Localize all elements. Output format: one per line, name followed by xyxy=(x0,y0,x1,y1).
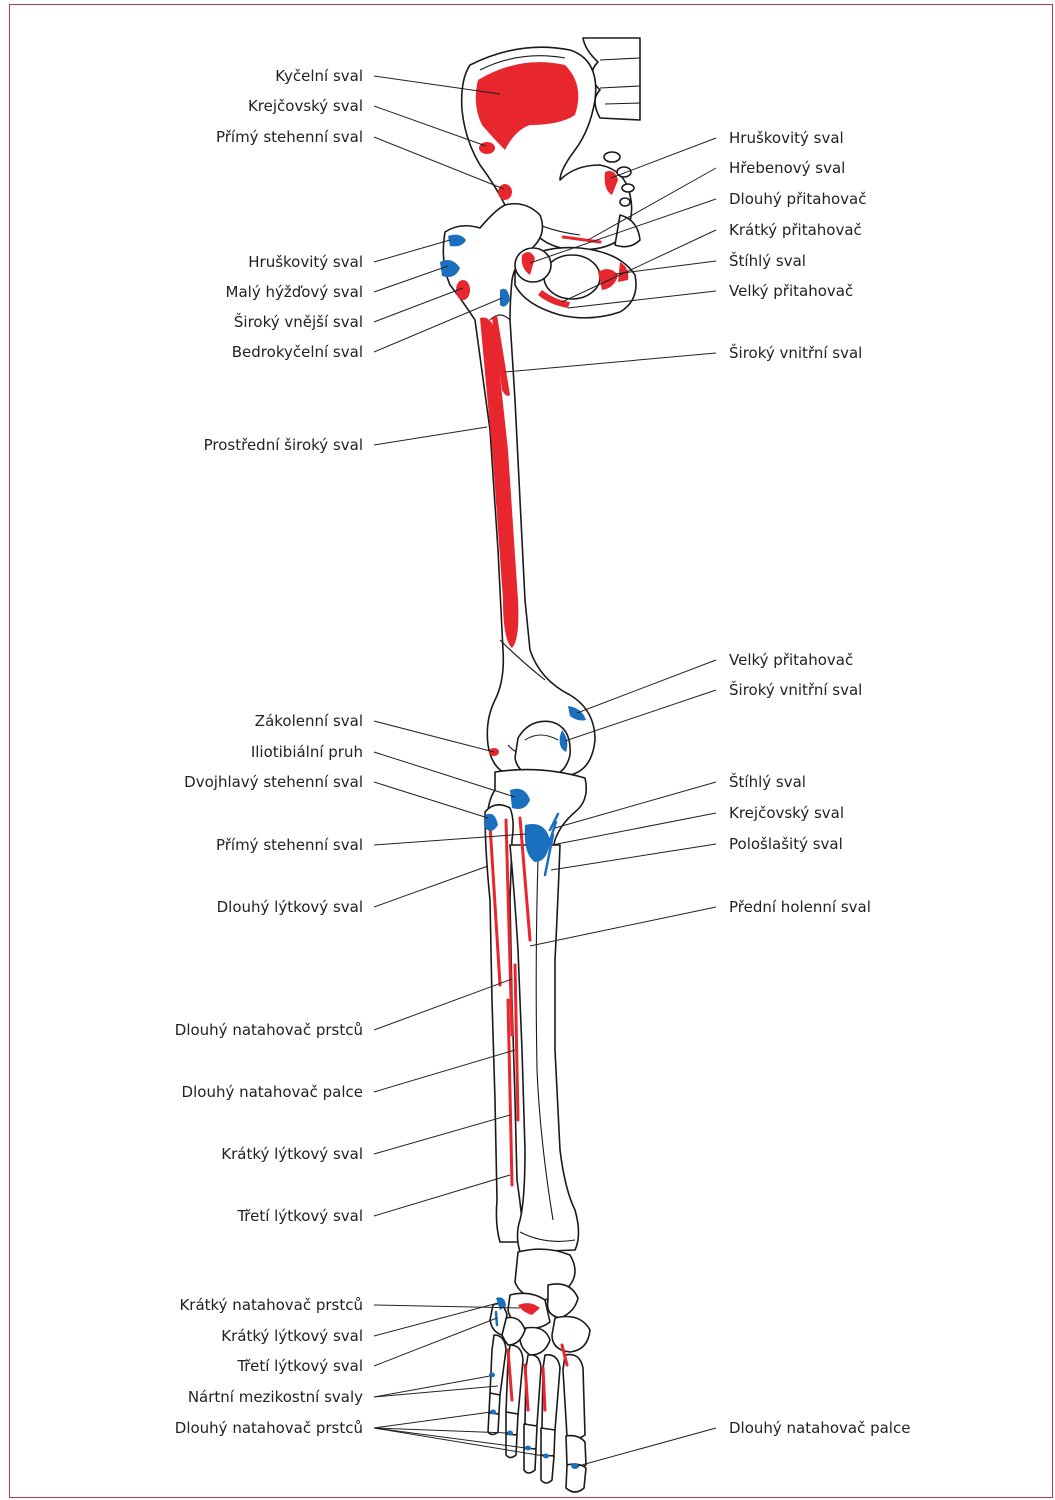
labels-left: Kyčelní sval Krejčovský sval Přímý stehe… xyxy=(175,67,363,1437)
label-tibialis-anterior: Přední holenní sval xyxy=(729,898,871,916)
label-gracilis: Štíhlý sval xyxy=(729,251,806,270)
label-extensor-digitorum-brevis: Krátký natahovač prstců xyxy=(179,1296,363,1314)
label-adductor-magnus-2: Velký přitahovač xyxy=(729,651,853,669)
label-adductor-brevis: Krátký přitahovač xyxy=(729,221,862,239)
interossei-insertion xyxy=(489,1373,495,1378)
label-extensor-hallucis-longus-2: Dlouhý natahovač palce xyxy=(729,1419,910,1437)
label-extensor-hallucis-longus: Dlouhý natahovač palce xyxy=(182,1083,363,1101)
label-sartorius: Krejčovský sval xyxy=(248,97,363,115)
label-rectus-femoris: Přímý stehenní sval xyxy=(216,128,363,146)
label-adductor-magnus: Velký přitahovač xyxy=(729,282,853,300)
label-piriformis-r: Hruškovitý sval xyxy=(729,129,844,147)
label-rectus-femoris-2: Přímý stehenní sval xyxy=(216,836,363,854)
label-piriformis: Hruškovitý sval xyxy=(248,253,363,271)
label-iliotibial-band: Iliotibiální pruh xyxy=(251,743,363,761)
sartorius-origin xyxy=(479,142,495,154)
label-extensor-digitorum-longus: Dlouhý natahovač prstců xyxy=(175,1021,363,1039)
label-adductor-longus: Dlouhý přitahovač xyxy=(729,190,866,208)
label-iliopsoas: Bedrokyčelní sval xyxy=(232,343,363,361)
labels-right: Hruškovitý sval Hřebenový sval Dlouhý př… xyxy=(729,129,910,1437)
label-fibularis-brevis: Krátký lýtkový sval xyxy=(221,1145,363,1163)
label-fibularis-tertius-2: Třetí lýtkový sval xyxy=(236,1357,363,1375)
femoral-head xyxy=(515,248,551,282)
label-fibularis-longus: Dlouhý lýtkový sval xyxy=(217,898,363,916)
label-biceps-femoris: Dvojhlavý stehenní sval xyxy=(184,773,363,791)
label-popliteus: Zákolenní sval xyxy=(255,712,363,730)
label-fibularis-brevis-2: Krátký lýtkový sval xyxy=(221,1327,363,1345)
label-gracilis-2: Štíhlý sval xyxy=(729,772,806,791)
label-vastus-medialis: Široký vnitřní sval xyxy=(729,343,862,362)
tibia-shaft xyxy=(510,845,579,1252)
label-extensor-digitorum-longus-2: Dlouhý natahovač prstců xyxy=(175,1419,363,1437)
label-fibularis-tertius: Třetí lýtkový sval xyxy=(236,1207,363,1225)
interossei-origin-3 xyxy=(543,1368,545,1410)
label-dorsal-interossei: Nártní mezikostní svaly xyxy=(188,1388,363,1406)
rectus-femoris-origin xyxy=(498,184,512,200)
label-gluteus-minimus: Malý hýžďový sval xyxy=(226,283,363,301)
label-sartorius-2: Krejčovský sval xyxy=(729,804,844,822)
ehl-insertion xyxy=(571,1463,579,1469)
label-semitendinosus: Pološlašitý sval xyxy=(729,835,843,853)
label-vastus-medialis-2: Široký vnitřní sval xyxy=(729,680,862,699)
label-iliacus: Kyčelní sval xyxy=(275,67,363,85)
label-vastus-lateralis: Široký vnější sval xyxy=(234,312,363,331)
label-pectineus: Hřebenový sval xyxy=(729,159,845,177)
label-vastus-intermedius: Prostřední široký sval xyxy=(204,436,363,454)
